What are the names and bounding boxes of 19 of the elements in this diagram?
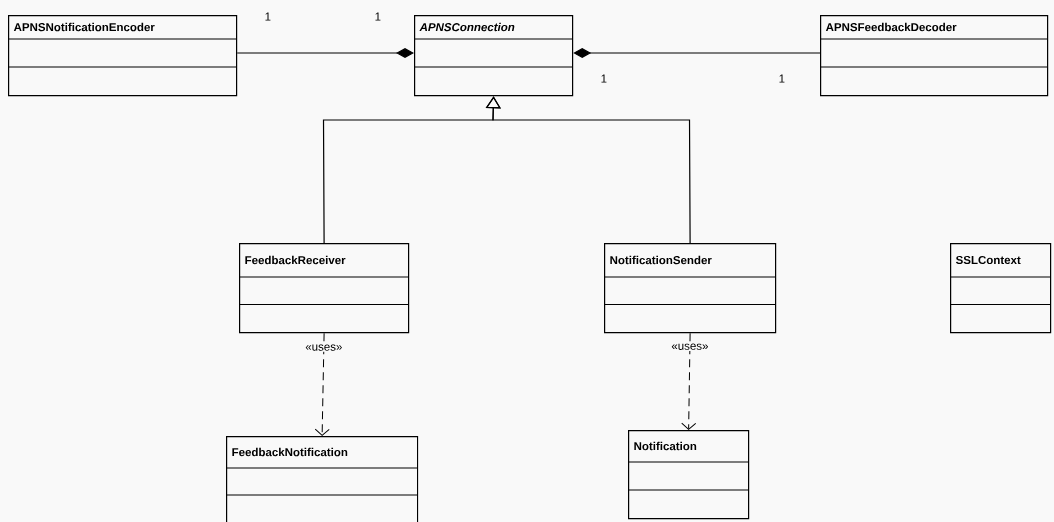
class-box: APNSNotificationEncoder xyxy=(7,15,238,97)
composition-line xyxy=(573,48,821,58)
class-box: FeedbackNotification xyxy=(225,436,419,522)
multiplicity-label: 1 xyxy=(601,74,607,83)
edge-label: «uses» xyxy=(305,344,342,351)
inheritance-arrow xyxy=(485,96,691,244)
multiplicity-label: 1 xyxy=(265,12,271,21)
multiplicity-label: 1 xyxy=(375,12,381,21)
composition-line xyxy=(236,48,414,58)
dependency-arrow xyxy=(681,332,697,430)
class-box: NotificationSender xyxy=(603,243,777,334)
edge-label: «uses» xyxy=(671,343,708,350)
class-box: SSLContext xyxy=(949,243,1052,334)
dependency-arrow xyxy=(314,332,330,436)
class-box: APNSConnection xyxy=(413,15,574,97)
class-box: Notification xyxy=(627,430,750,520)
class-box: APNSFeedbackDecoder xyxy=(819,15,1049,97)
multiplicity-label: 1 xyxy=(779,74,785,83)
class-box: FeedbackReceiver xyxy=(238,243,410,334)
